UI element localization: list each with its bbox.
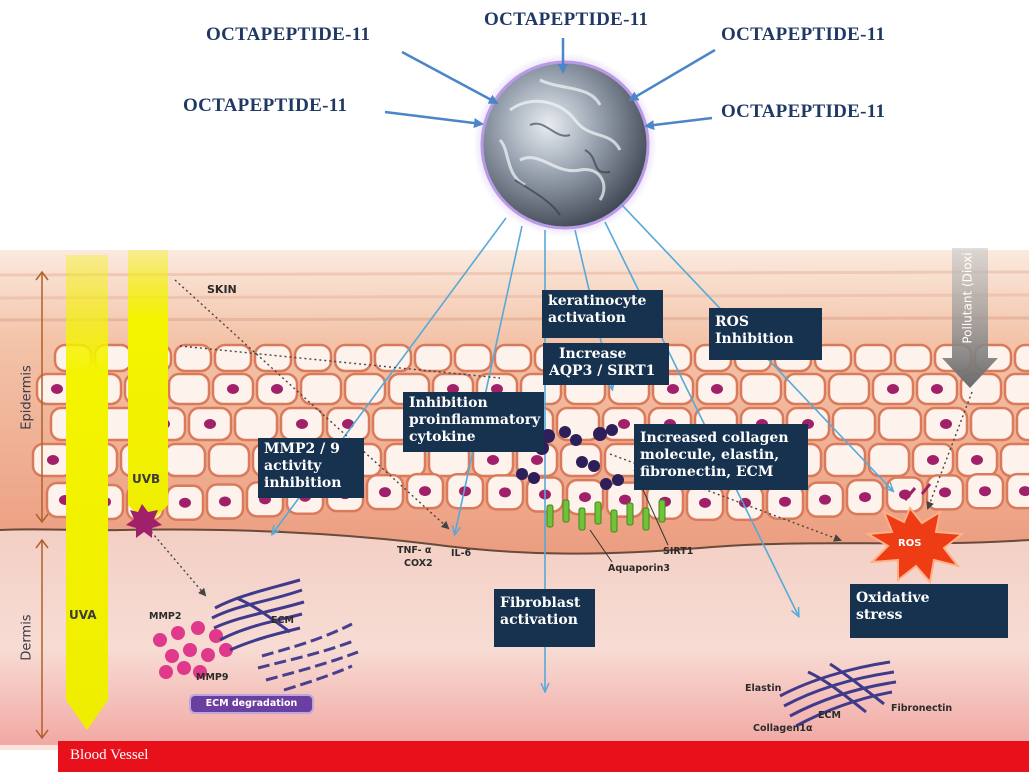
epidermis-label: Epidermis bbox=[20, 363, 35, 433]
increased-collagen-box: Increased collagenmolecule, elastin,fibr… bbox=[634, 424, 808, 490]
aquaporin3-label: Aquaporin3 bbox=[608, 563, 670, 574]
inhibition-cytokine-box: Inhibitionproinflammatorycytokine bbox=[403, 392, 544, 452]
ros-inhibition-box: ROSInhibition bbox=[709, 308, 822, 360]
skin-label: SKIN bbox=[207, 283, 237, 296]
blood-vessel-label: Blood Vessel bbox=[70, 747, 148, 764]
tnf-label: TNF- α bbox=[397, 545, 431, 556]
fibronectin-label: Fibronectin bbox=[891, 703, 952, 714]
fibroblast-activation-box: Fibroblastactivation bbox=[494, 589, 595, 647]
elastin-label: Elastin bbox=[745, 683, 781, 694]
peptide-label-2: OCTAPEPTIDE-11 bbox=[484, 9, 648, 31]
mmp9-label: MMP9 bbox=[196, 672, 228, 683]
mmp2-label: MMP2 bbox=[149, 611, 181, 622]
pollutant-label: Pollutant (Dioxi bbox=[945, 248, 991, 348]
il6-label: IL-6 bbox=[451, 548, 471, 559]
peptide-label-3: OCTAPEPTIDE-11 bbox=[721, 24, 885, 46]
mmp-inhibition-box: MMP2 / 9activityinhibition bbox=[258, 438, 364, 498]
uvb-label: UVB bbox=[132, 472, 160, 486]
cox2-label: COX2 bbox=[404, 558, 433, 569]
peptide-label-1: OCTAPEPTIDE-11 bbox=[206, 24, 370, 46]
ecm-right-label: ECM bbox=[818, 710, 841, 721]
uva-label: UVA bbox=[69, 608, 97, 622]
keratinocyte-activation-box: keratinocyteactivation bbox=[542, 290, 663, 338]
ecm-left-label: ECM bbox=[271, 615, 294, 626]
collagen1a-label: Collagen1α bbox=[753, 723, 813, 734]
oxidative-stress-box: Oxidativestress bbox=[850, 584, 1008, 638]
octapeptide-sphere bbox=[473, 53, 657, 237]
ros-label: ROS bbox=[898, 538, 921, 549]
dermis-label: Dermis bbox=[20, 608, 35, 668]
ecm-degradation-badge: ECM degradation bbox=[189, 694, 314, 714]
blood-vessel-bar: Blood Vessel bbox=[58, 741, 1029, 772]
increase-aqp3-sirt1-box: IncreaseAQP3 / SIRT1 bbox=[543, 343, 669, 385]
peptide-label-4: OCTAPEPTIDE-11 bbox=[183, 95, 347, 117]
sirt1-label: SIRT1 bbox=[663, 546, 693, 557]
peptide-label-5: OCTAPEPTIDE-11 bbox=[721, 101, 885, 123]
